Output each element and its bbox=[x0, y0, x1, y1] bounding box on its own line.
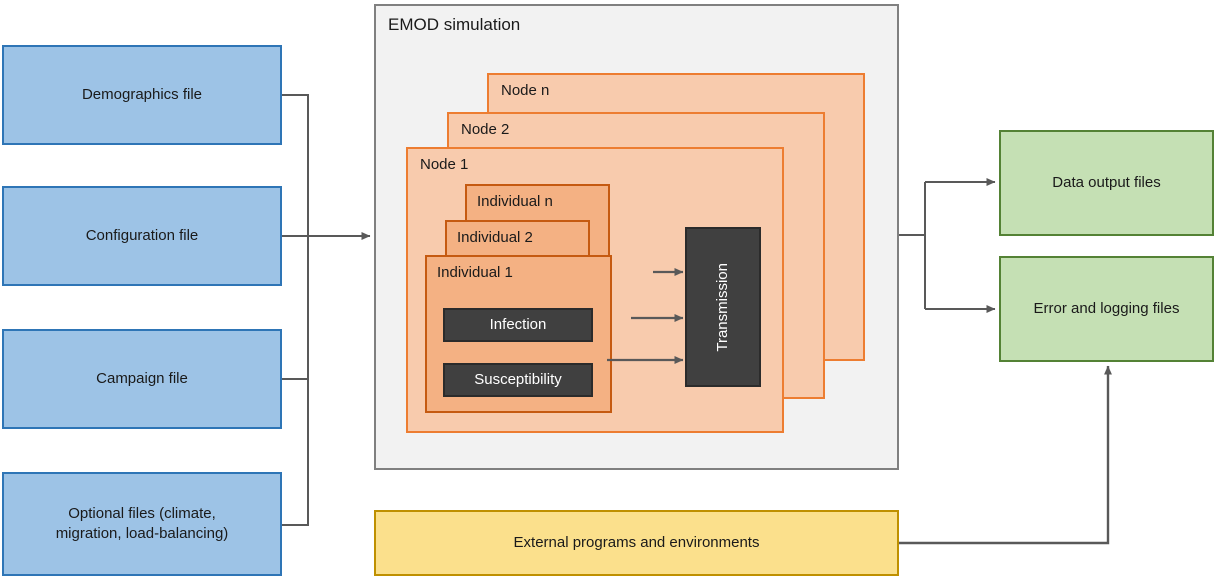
component-label: Susceptibility bbox=[474, 370, 562, 388]
transmission-label: Transmission bbox=[713, 262, 731, 352]
node-label: Node 1 bbox=[420, 156, 469, 173]
component-box-susceptibility[interactable]: Susceptibility bbox=[443, 363, 593, 397]
node-label: Node 2 bbox=[461, 121, 510, 138]
connector-campaign-stub bbox=[282, 378, 309, 380]
output-label: Data output files bbox=[1052, 173, 1161, 191]
component-box-infection[interactable]: Infection bbox=[443, 308, 593, 342]
individual-label: Individual n bbox=[477, 193, 553, 210]
emod-simulation-title: EMOD simulation bbox=[388, 15, 521, 34]
input-box-campaign-file[interactable]: Campaign file bbox=[2, 329, 282, 429]
output-label: Error and logging files bbox=[1033, 299, 1180, 317]
output-box-data-output-files[interactable]: Data output files bbox=[999, 130, 1214, 236]
input-box-optional-files[interactable]: Optional files (climate, migration, load… bbox=[2, 472, 282, 576]
node-label: Node n bbox=[501, 82, 550, 99]
individual-label: Individual 1 bbox=[437, 264, 513, 281]
input-box-demographics-file[interactable]: Demographics file bbox=[2, 45, 282, 145]
component-box-transmission[interactable]: Transmission bbox=[685, 227, 761, 387]
input-label: Configuration file bbox=[85, 226, 199, 244]
connector-configuration-stub bbox=[282, 235, 309, 237]
input-label-line1: Optional files (climate, bbox=[68, 504, 216, 522]
input-label-line2: migration, load-balancing) bbox=[55, 525, 229, 542]
arrow-external-to-error-logging bbox=[899, 365, 1112, 545]
connector-input-trunk bbox=[307, 94, 309, 526]
output-box-error-and-logging-files[interactable]: Error and logging files bbox=[999, 256, 1214, 362]
input-label: Demographics file bbox=[81, 85, 203, 103]
connector-optional-stub bbox=[282, 524, 309, 526]
individual-label: Individual 2 bbox=[457, 229, 533, 246]
external-label: External programs and environments bbox=[513, 533, 760, 551]
component-label: Infection bbox=[489, 315, 547, 333]
input-box-configuration-file[interactable]: Configuration file bbox=[2, 186, 282, 286]
external-box-programs-environments[interactable]: External programs and environments bbox=[374, 510, 899, 576]
connector-demographics-stub bbox=[282, 94, 309, 96]
input-label: Campaign file bbox=[96, 369, 188, 387]
